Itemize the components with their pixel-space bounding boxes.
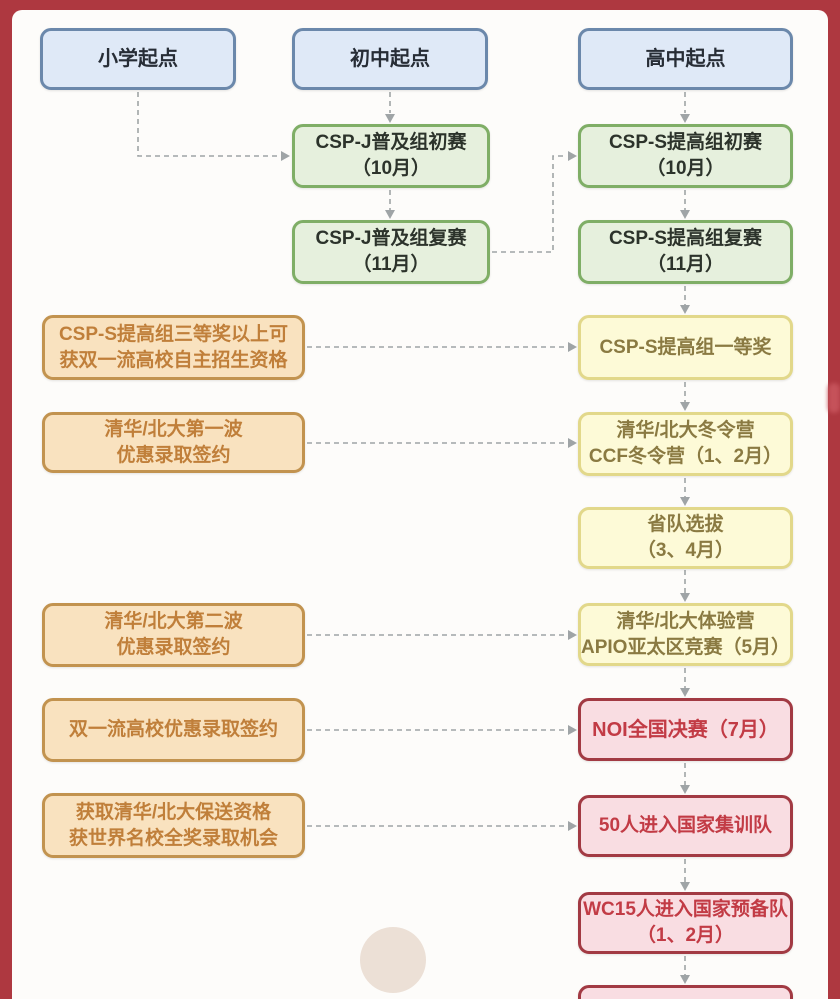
arrowhead-down-icon: [385, 114, 395, 123]
node-label: 50人进入国家集训队: [598, 815, 773, 836]
edge-cspj2-to-csps1: [492, 155, 567, 253]
node-label: CSP-J普及组初赛: [315, 132, 467, 153]
node-national-training-team: 50人进入国家集训队: [578, 795, 793, 857]
node-label: CSP-S提高组初赛: [608, 132, 763, 153]
node-label: 清华/北大体验营: [616, 610, 755, 632]
node-start-senior: 高中起点: [578, 28, 793, 90]
node-benefit-first-wave: 清华/北大第一波 优惠录取签约: [42, 412, 305, 473]
node-sublabel: 获双一流高校自主招生资格: [59, 349, 288, 371]
node-sublabel: CCF冬令营（1、2月）: [588, 446, 783, 467]
arrowhead-right-icon: [568, 151, 577, 161]
node-csps-first-prize: CSP-S提高组一等奖: [578, 315, 793, 380]
node-label: CSP-S提高组三等奖以上可: [58, 323, 289, 345]
node-label: CSP-S提高组复赛: [608, 228, 763, 249]
arrowhead-down-icon: [680, 402, 690, 411]
node-national-reserve-team: WC15人进入国家预备队 （1、2月）: [578, 892, 793, 954]
node-csps-second-round: CSP-S提高组复赛 （11月）: [578, 220, 793, 284]
arrowheads: [281, 114, 690, 984]
node-sublabel: （1、2月）: [636, 925, 735, 946]
arrowhead-right-icon: [568, 342, 577, 352]
node-next-stage-cutoff: [578, 985, 793, 999]
arrowhead-right-icon: [568, 725, 577, 735]
arrowhead-down-icon: [680, 882, 690, 891]
arrowhead-down-icon: [680, 114, 690, 123]
arrowhead-right-icon: [281, 151, 290, 161]
node-start-junior: 初中起点: [292, 28, 488, 90]
arrowhead-down-icon: [680, 785, 690, 794]
node-cspj-second-round: CSP-J普及组复赛 （11月）: [292, 220, 490, 284]
node-label: NOI全国决赛（7月）: [592, 718, 779, 741]
node-sublabel: （10月）: [351, 158, 431, 179]
node-label: 高中起点: [645, 48, 726, 70]
node-cspj-first-round: CSP-J普及组初赛 （10月）: [292, 124, 490, 188]
node-province-selection: 省队选拔 （3、4月）: [578, 507, 793, 569]
node-benefit-second-wave: 清华/北大第二波 优惠录取签约: [42, 603, 305, 667]
node-sublabel: （10月）: [646, 158, 725, 179]
node-benefit-double-first-class: 双一流高校优惠录取签约: [42, 698, 305, 762]
node-sublabel: （11月）: [646, 254, 725, 275]
node-sublabel: 优惠录取签约: [116, 444, 231, 466]
arrowhead-down-icon: [680, 305, 690, 314]
arrowhead-down-icon: [680, 688, 690, 697]
arrowhead-down-icon: [680, 210, 690, 219]
node-label: CSP-S提高组一等奖: [599, 336, 772, 358]
node-label: 双一流高校优惠录取签约: [68, 719, 278, 740]
node-sublabel: 优惠录取签约: [116, 637, 231, 658]
node-label: 获取清华/北大保送资格: [75, 801, 272, 823]
node-csps-first-round: CSP-S提高组初赛 （10月）: [578, 124, 793, 188]
node-experience-camp: 清华/北大体验营 APIO亚太区竞赛（5月）: [578, 603, 793, 666]
frame-highlight: [828, 383, 840, 413]
arrowhead-right-icon: [568, 438, 577, 448]
node-label: 小学起点: [98, 48, 178, 70]
node-sublabel: （11月）: [352, 254, 430, 275]
arrowhead-right-icon: [568, 630, 577, 640]
node-sublabel: APIO亚太区竞赛（5月）: [581, 636, 791, 658]
node-label: 清华/北大冬令营: [616, 420, 755, 441]
node-sublabel: （3、4月）: [636, 540, 735, 561]
node-winter-camp: 清华/北大冬令营 CCF冬令营（1、2月）: [578, 412, 793, 476]
connector-lines: [137, 92, 686, 975]
node-start-primary: 小学起点: [40, 28, 236, 90]
node-benefit-baosong: 获取清华/北大保送资格 获世界名校全奖录取机会: [42, 793, 305, 858]
arrowhead-down-icon: [680, 593, 690, 602]
node-sublabel: 获世界名校全奖录取机会: [68, 827, 278, 849]
watermark-circle: [360, 927, 426, 993]
node-label: 清华/北大第二波: [104, 611, 243, 632]
node-label: CSP-J普及组复赛: [315, 228, 467, 249]
arrowhead-right-icon: [568, 821, 577, 831]
arrowhead-down-icon: [680, 497, 690, 506]
arrowhead-down-icon: [385, 210, 395, 219]
node-noi-final: NOI全国决赛（7月）: [578, 698, 793, 761]
node-label: 省队选拔: [647, 514, 724, 535]
edge-primary-to-cspj1: [137, 92, 280, 157]
node-label: 清华/北大第一波: [104, 418, 243, 440]
node-label: 初中起点: [350, 48, 430, 70]
node-label: WC15人进入国家预备队: [583, 899, 788, 920]
arrowhead-down-icon: [680, 975, 690, 984]
node-benefit-autonomous-admission: CSP-S提高组三等奖以上可 获双一流高校自主招生资格: [42, 315, 305, 380]
